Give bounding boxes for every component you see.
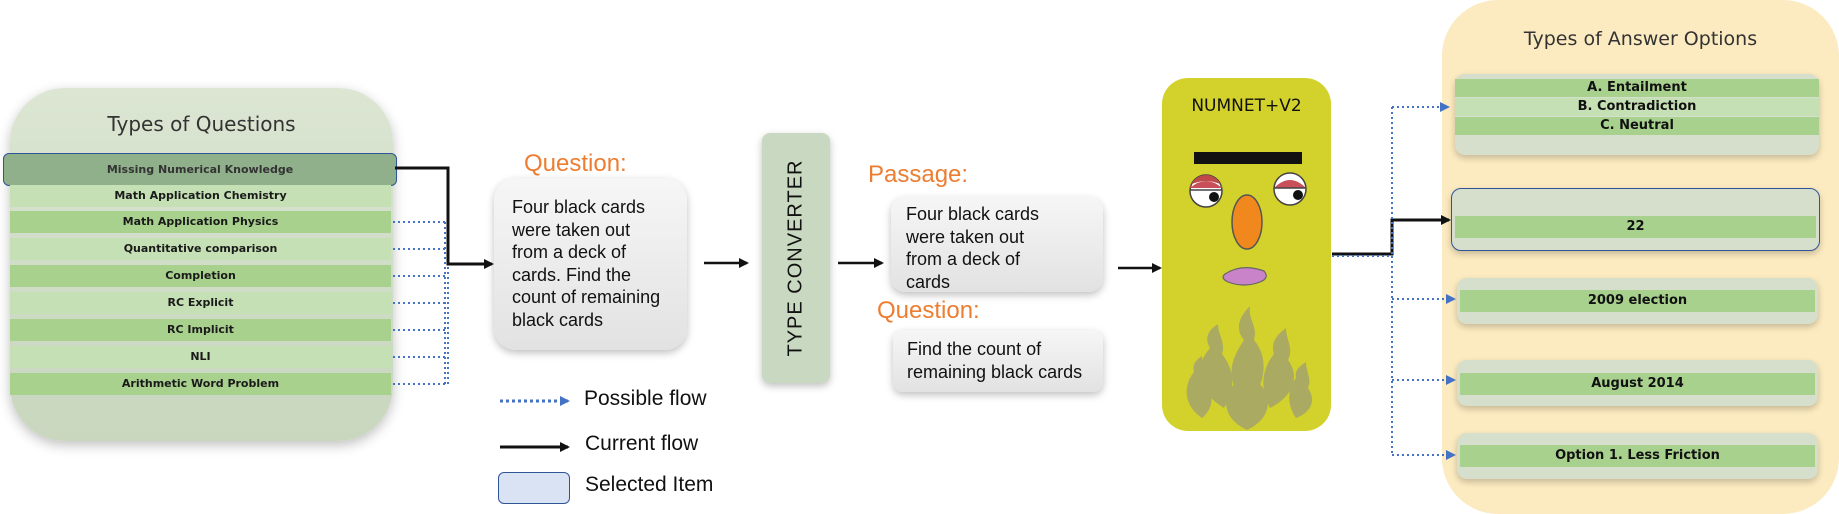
question-type-item[interactable]: NLI (10, 346, 391, 368)
legend-selected-item-swatch (498, 472, 570, 504)
answer-option-neutral[interactable]: C. Neutral (1455, 117, 1819, 135)
possible-flow-lines (393, 200, 449, 385)
passage-bubble: Four black cards were taken out from a d… (891, 197, 1103, 292)
input-question-line: cards. Find the (512, 264, 632, 285)
current-flow-to-answer (1332, 215, 1451, 256)
legend-current-flow-label: Current flow (585, 432, 699, 455)
passage-line: cards (906, 271, 951, 292)
answer-option[interactable]: 2009 election (1460, 290, 1815, 312)
question-type-item[interactable]: Math Application Physics (10, 211, 391, 233)
answer-option-entailment[interactable]: A. Entailment (1455, 79, 1819, 97)
input-question-label: Question: (524, 150, 627, 177)
legend-selected-item-label: Selected Item (585, 473, 714, 496)
input-question-line: black cards (512, 309, 604, 330)
question-type-item[interactable]: Arithmetic Word Problem (10, 373, 391, 395)
input-question-bubble: Four black cards were taken out from a d… (494, 178, 687, 350)
question-type-item[interactable]: Completion (10, 265, 391, 287)
converted-question-label: Question: (877, 297, 980, 324)
type-converter-box: TYPE CONVERTER (762, 133, 830, 383)
question-type-item[interactable]: Quantitative comparison (10, 238, 391, 260)
passage-line: from a deck of (906, 249, 1021, 269)
passage-label: Passage: (868, 161, 969, 188)
question-type-item[interactable]: Math Application Chemistry (10, 185, 391, 207)
answer-option[interactable]: August 2014 (1460, 373, 1815, 395)
converted-question-line: Find the count of (907, 339, 1042, 359)
converted-question-line: remaining black cards (907, 361, 1083, 382)
model-title: NUMNET+V2 (1191, 96, 1302, 116)
question-type-item[interactable]: RC Implicit (10, 319, 391, 341)
input-question-line: Four black cards (512, 197, 646, 217)
converted-question-bubble: Find the count of remaining black cards (893, 330, 1103, 392)
answer-option-contradiction[interactable]: B. Contradiction (1455, 98, 1819, 116)
answer-option[interactable]: Option 1. Less Friction (1460, 445, 1815, 467)
answers-panel-title: Types of Answer Options (1523, 28, 1758, 50)
input-question-line: count of remaining (512, 287, 661, 307)
passage-line: Four black cards (906, 204, 1040, 224)
legend-possible-flow-label: Possible flow (584, 387, 707, 410)
model-mascot-icon (1186, 152, 1312, 430)
input-question-line: from a deck of (512, 242, 627, 262)
current-flow-arrow (395, 166, 494, 269)
possible-flow-to-answers (1332, 102, 1456, 460)
questions-panel-title: Types of Questions (107, 112, 296, 136)
input-question-line: were taken out (512, 219, 631, 240)
question-type-item[interactable]: RC Explicit (10, 292, 391, 314)
passage-line: were taken out (906, 226, 1025, 247)
answer-option-selected[interactable]: 22 (1455, 216, 1816, 238)
